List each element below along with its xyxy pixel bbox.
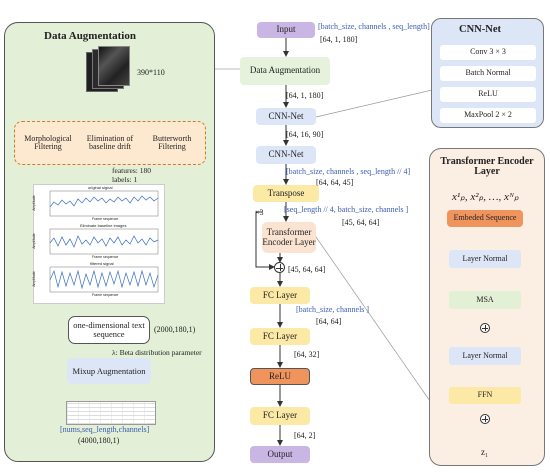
plot-title-baseline: Eliminate baseline images bbox=[80, 223, 127, 228]
layer-normal-1-box: Layer Normal bbox=[449, 250, 521, 268]
ffn-box: FFN bbox=[449, 387, 521, 404]
embedded-sequence-box: Embeded Sequence bbox=[447, 210, 523, 227]
plot-ylabel-1: Amplitude bbox=[31, 195, 36, 211]
cnn-net-2-dim: [64, 64, 45] bbox=[316, 178, 354, 187]
input-shape-label: [batch_size, channels , seq_length] bbox=[318, 22, 430, 31]
fc-layer-3-box: FC Layer bbox=[250, 407, 310, 425]
transpose-dim: [45, 64, 64] bbox=[342, 218, 380, 227]
mixup-augmentation-box: Mixup Augmentation bbox=[67, 358, 151, 384]
plot-ylabel-2: Amplitude bbox=[31, 233, 36, 249]
filters-group bbox=[14, 121, 206, 165]
transformer-panel-title: Transformer Encoder Layer bbox=[440, 155, 534, 177]
cnn-net-1-box: CNN-Net bbox=[256, 108, 316, 125]
plot-title-filtered: filtered signal bbox=[90, 261, 114, 266]
encoder-output-label: z₁ bbox=[481, 447, 489, 457]
plot-xlabel-3: Frame sequence bbox=[92, 293, 119, 297]
output-shape-label: [nums,seq_length,channels] bbox=[60, 425, 150, 434]
relu-box: ReLU bbox=[250, 368, 310, 385]
cnn-maxpool-item: MaxPool 2 × 2 bbox=[440, 108, 536, 123]
labels-label: labels: 1 bbox=[112, 175, 138, 184]
text-sequence-box: one-dimensional text sequence bbox=[68, 316, 150, 344]
input-dim: [64, 1, 180] bbox=[320, 35, 358, 44]
fc-layer-1-dim: [64, 64] bbox=[316, 317, 342, 326]
residual-add-node bbox=[274, 262, 285, 273]
text-sequence-dim: (2000,180,1) bbox=[154, 325, 196, 334]
output-dim: (4000,180,1) bbox=[78, 436, 120, 445]
repeat-times-label: ×3 bbox=[255, 208, 264, 217]
plot-xlabel-1: Frame sequence bbox=[92, 217, 119, 221]
output-box: Output bbox=[250, 446, 310, 463]
filter-butterworth: Butterworth Filtering bbox=[152, 133, 192, 151]
data-table-thumbnail bbox=[66, 401, 156, 425]
transpose-box: Transpose bbox=[253, 185, 319, 202]
fc-layer-1-box: FC Layer bbox=[250, 287, 310, 304]
data-augmentation-box: Data Augmentation bbox=[240, 57, 330, 85]
layer-normal-2-box: Layer Normal bbox=[449, 347, 521, 365]
plot-xlabel-2: Frame sequence bbox=[92, 255, 119, 259]
signal-plots: original signal Frame sequence Amplitude… bbox=[31, 184, 165, 304]
lambda-note: λ: Beta distribution parameter bbox=[112, 348, 202, 357]
fc-layer-1-shape-label: [batch_size, channels ] bbox=[296, 305, 370, 314]
transformer-encoder-box: Transformer Encoder Layer bbox=[262, 222, 316, 253]
cnn-net-panel-title: CNN-Net bbox=[459, 24, 501, 35]
msa-box: MSA bbox=[449, 291, 521, 309]
cnn-net-2-box: CNN-Net bbox=[256, 146, 316, 164]
image-size-label: 390*110 bbox=[137, 68, 165, 77]
cnn-relu-item: ReLU bbox=[440, 87, 536, 102]
msa-add-node bbox=[480, 323, 490, 333]
cnn-conv-item: Conv 3 × 3 bbox=[440, 45, 536, 60]
filter-baseline-drift: Elimination of baseline drift bbox=[86, 133, 134, 151]
plot-ylabel-3: Amplitude bbox=[31, 271, 36, 287]
features-label: features: 180 bbox=[112, 166, 151, 175]
transpose-shape-label: [seq_length // 4, batch_size, channels ] bbox=[284, 205, 409, 214]
ffn-add-node bbox=[480, 414, 490, 424]
input-sequence-label: x¹ₚ, x²ₚ, …, xᴺₚ bbox=[452, 191, 519, 203]
data-augmentation-title: Data Augmentation bbox=[44, 30, 136, 42]
fc-layer-3-dim: [64, 2] bbox=[294, 431, 316, 440]
spectrogram-stack bbox=[86, 46, 130, 92]
cnn-net-1-dim: [64, 16, 90] bbox=[286, 130, 324, 139]
input-box: Input bbox=[257, 22, 315, 38]
fc-layer-2-dim: [64, 32] bbox=[294, 350, 320, 359]
cnn-net-2-shape-label: [batch_size, channels , seq_length // 4] bbox=[286, 167, 411, 176]
fc-layer-2-box: FC Layer bbox=[250, 328, 310, 345]
data-augmentation-dim: [64, 1, 180] bbox=[286, 91, 324, 100]
cnn-batchnorm-item: Batch Normal bbox=[440, 66, 536, 81]
encoder-dim: [45, 64, 64] bbox=[288, 265, 326, 274]
filter-morphological: Morphological Filtering bbox=[24, 133, 72, 151]
plot-title-original: original signal bbox=[88, 185, 113, 190]
